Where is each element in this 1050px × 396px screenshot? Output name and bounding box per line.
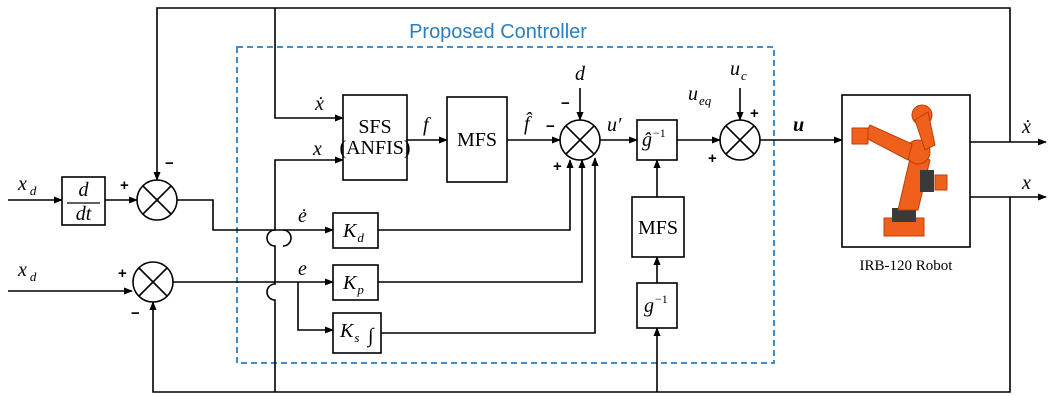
mfs-g-block (631, 196, 685, 258)
robot-icon (851, 104, 948, 237)
derivative-block (61, 176, 106, 226)
sum1-minus-sign: − (165, 155, 174, 172)
u-prime-label: u′ (607, 114, 622, 136)
derivative-numerator: d (79, 179, 90, 201)
x-output-label: x (1021, 172, 1031, 194)
sfs-label: SFS (358, 116, 391, 138)
proposed-controller-title: Proposed Controller (409, 21, 587, 43)
x-dot-output-label: ẋ (1021, 116, 1031, 138)
derivative-denominator: dt (76, 203, 92, 225)
sum3-plus-sign: + (553, 158, 562, 175)
g-hat-inverse-label: ĝ−1 (642, 126, 666, 151)
summing-junction-1 (136, 179, 178, 221)
f-label: f (423, 114, 431, 136)
sum3-minus-d-sign: − (561, 95, 570, 112)
ks-label: Ks (339, 320, 359, 345)
mfs-f-block (446, 96, 508, 183)
sum4-plus-bottom-sign: + (708, 150, 717, 167)
x-input-label: x (312, 138, 322, 160)
u-c-label: uc (730, 58, 747, 83)
robot-caption: IRB-120 Robot (860, 258, 954, 274)
sum3-minus-f-sign: − (546, 118, 555, 135)
g-inverse-label: g−1 (644, 292, 668, 317)
summing-junction-2 (132, 261, 174, 303)
f-hat-label: f̂ (524, 111, 533, 135)
x-dot-input-label: ẋ (314, 93, 324, 115)
kd-label: Kd (342, 220, 364, 245)
ks-integral-block (332, 312, 382, 354)
summing-junction-3 (559, 119, 601, 161)
sum2-plus-sign: + (118, 265, 127, 282)
kp-label: Kp (342, 272, 364, 297)
summing-junction-4 (719, 119, 761, 161)
d-label: d (575, 63, 586, 85)
sum4-plus-top-sign: + (750, 105, 759, 122)
proposed-controller-region (236, 46, 775, 364)
u-output-label: u (793, 114, 804, 136)
sum2-minus-sign: − (131, 305, 140, 322)
g-hat-inverse-block (636, 119, 678, 161)
sfs-sublabel: (ANFIS) (339, 137, 410, 159)
e-label: e (298, 258, 307, 280)
sum1-plus-sign: + (120, 177, 129, 194)
sfs-anfis-block (342, 94, 408, 181)
u-eq-label: ueq (688, 83, 712, 108)
mfs-g-label: MFS (638, 217, 678, 239)
integral-symbol: ∫ (366, 325, 375, 348)
e-dot-label: ė (298, 205, 307, 227)
mfs-f-label: MFS (457, 129, 497, 151)
g-inverse-block (636, 282, 678, 329)
